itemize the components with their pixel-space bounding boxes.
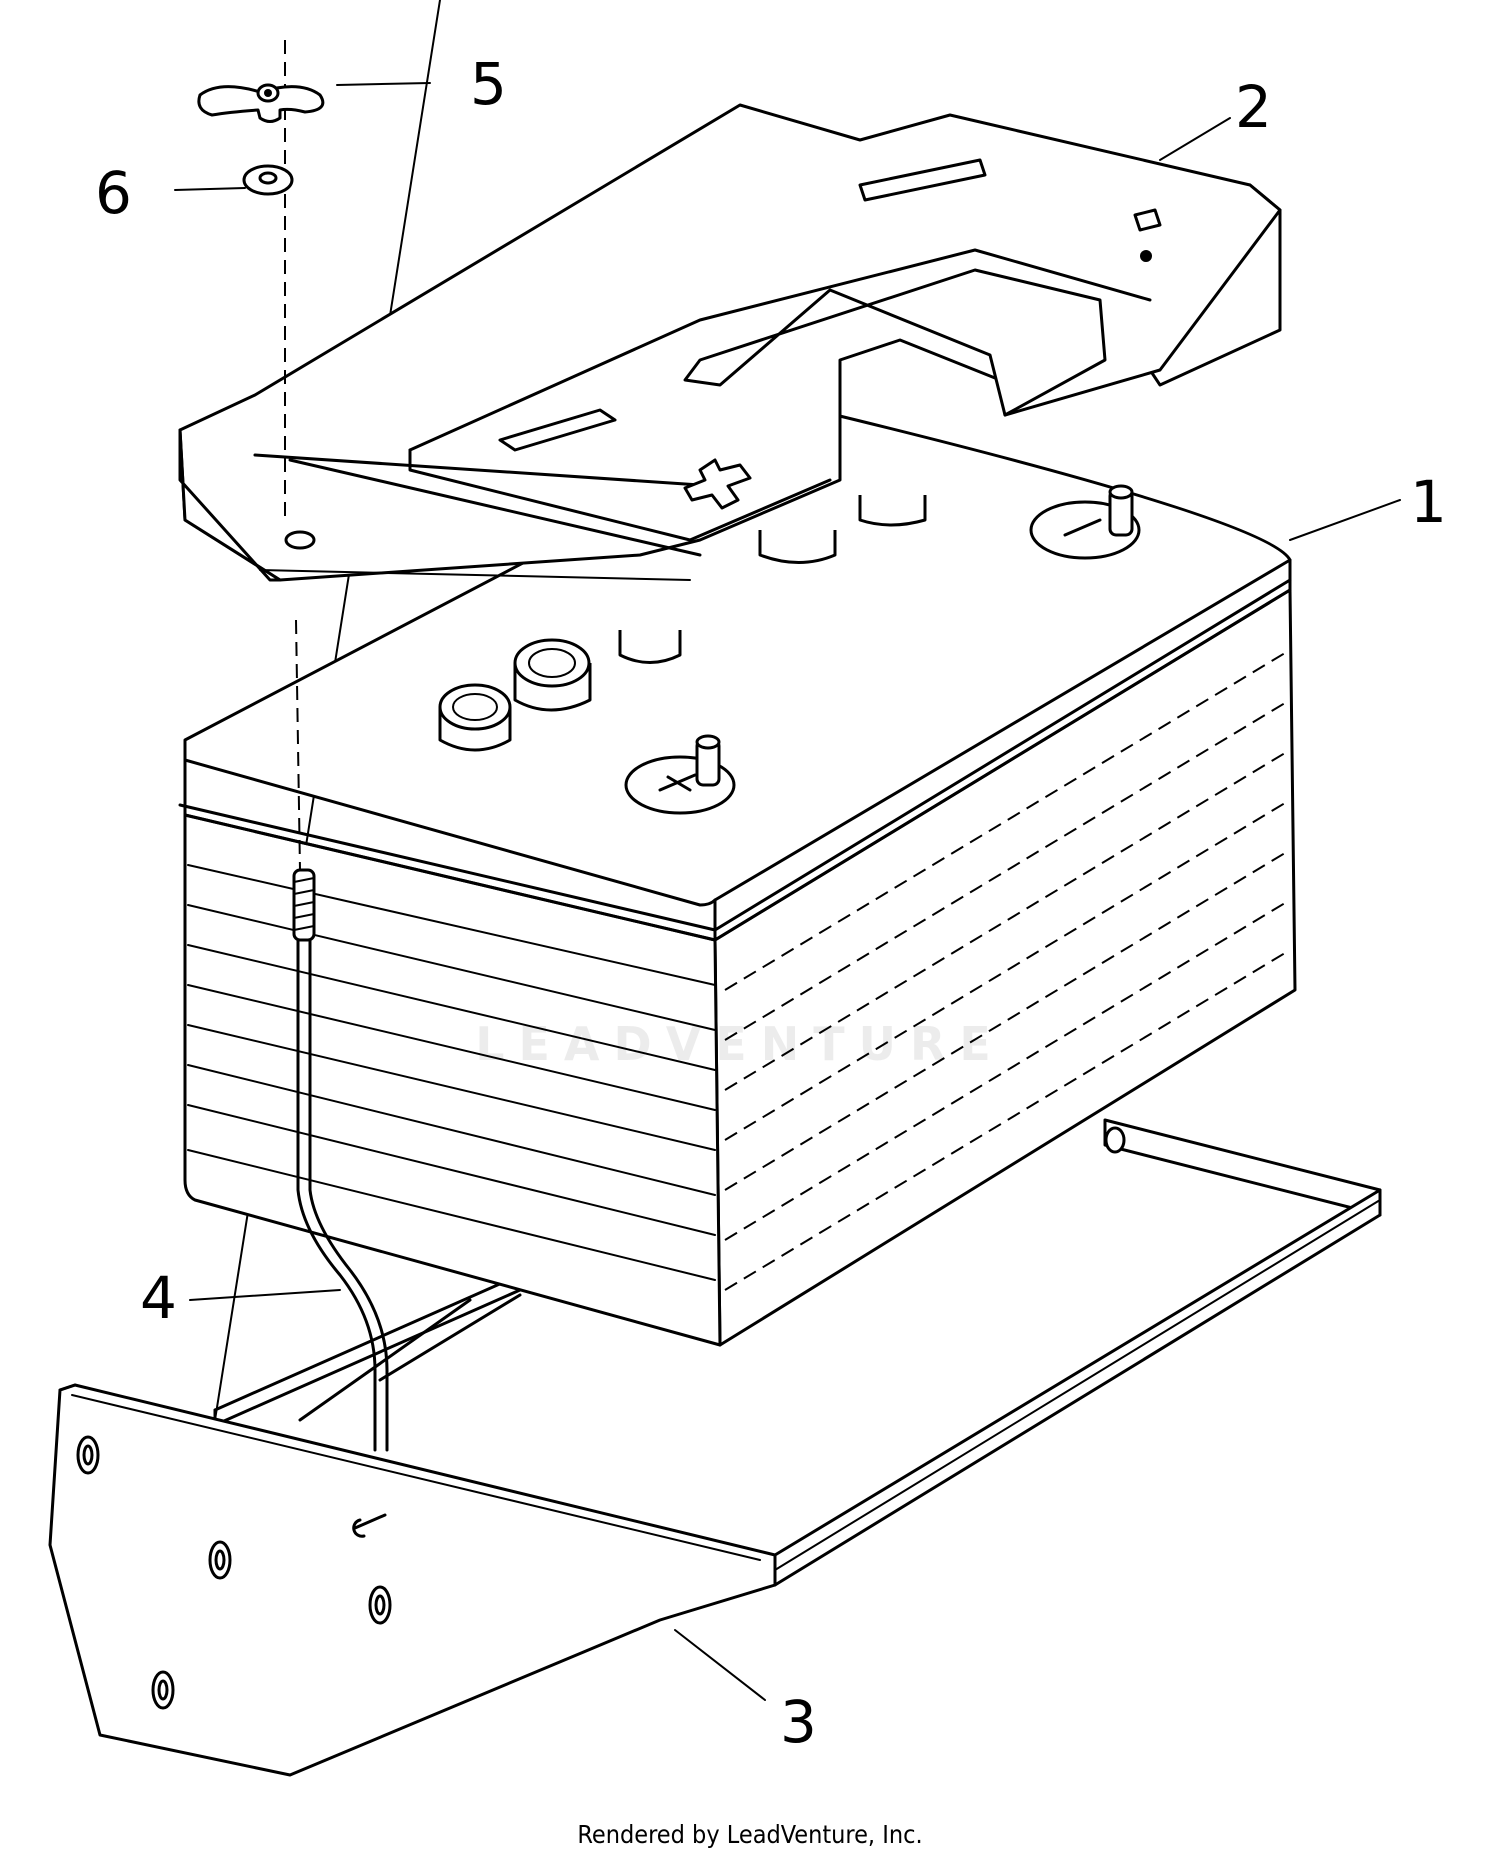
- rear-bolt: [1104, 1126, 1126, 1154]
- callout-6: 6: [95, 159, 132, 227]
- negative-terminal: [624, 734, 736, 815]
- footer-credit: Rendered by LeadVenture, Inc.: [577, 1820, 923, 1849]
- bracket-hole: [284, 530, 316, 550]
- wing-nut: [197, 83, 325, 123]
- battery: [178, 408, 1297, 1347]
- callout-4: 4: [140, 1264, 177, 1332]
- callout-5: 5: [470, 50, 507, 118]
- leader-lines: [174, 82, 1401, 1701]
- battery-front-ribs: [187, 864, 716, 1281]
- flat-washer: [242, 164, 294, 196]
- callout-1: 1: [1410, 468, 1447, 536]
- battery-tray: [48, 0, 1382, 1777]
- watermark: LEADVENTURE: [475, 1017, 1005, 1071]
- vent-caps: [438, 495, 927, 752]
- callout-3: 3: [780, 1688, 817, 1756]
- positive-terminal: [1029, 484, 1141, 560]
- hold-down-bracket: [178, 103, 1282, 582]
- j-bolt: [284, 40, 389, 1452]
- plus-emboss: [683, 458, 752, 510]
- callout-2: 2: [1235, 73, 1272, 141]
- plate-pin: [352, 1513, 387, 1538]
- mounting-plate: [48, 1383, 777, 1777]
